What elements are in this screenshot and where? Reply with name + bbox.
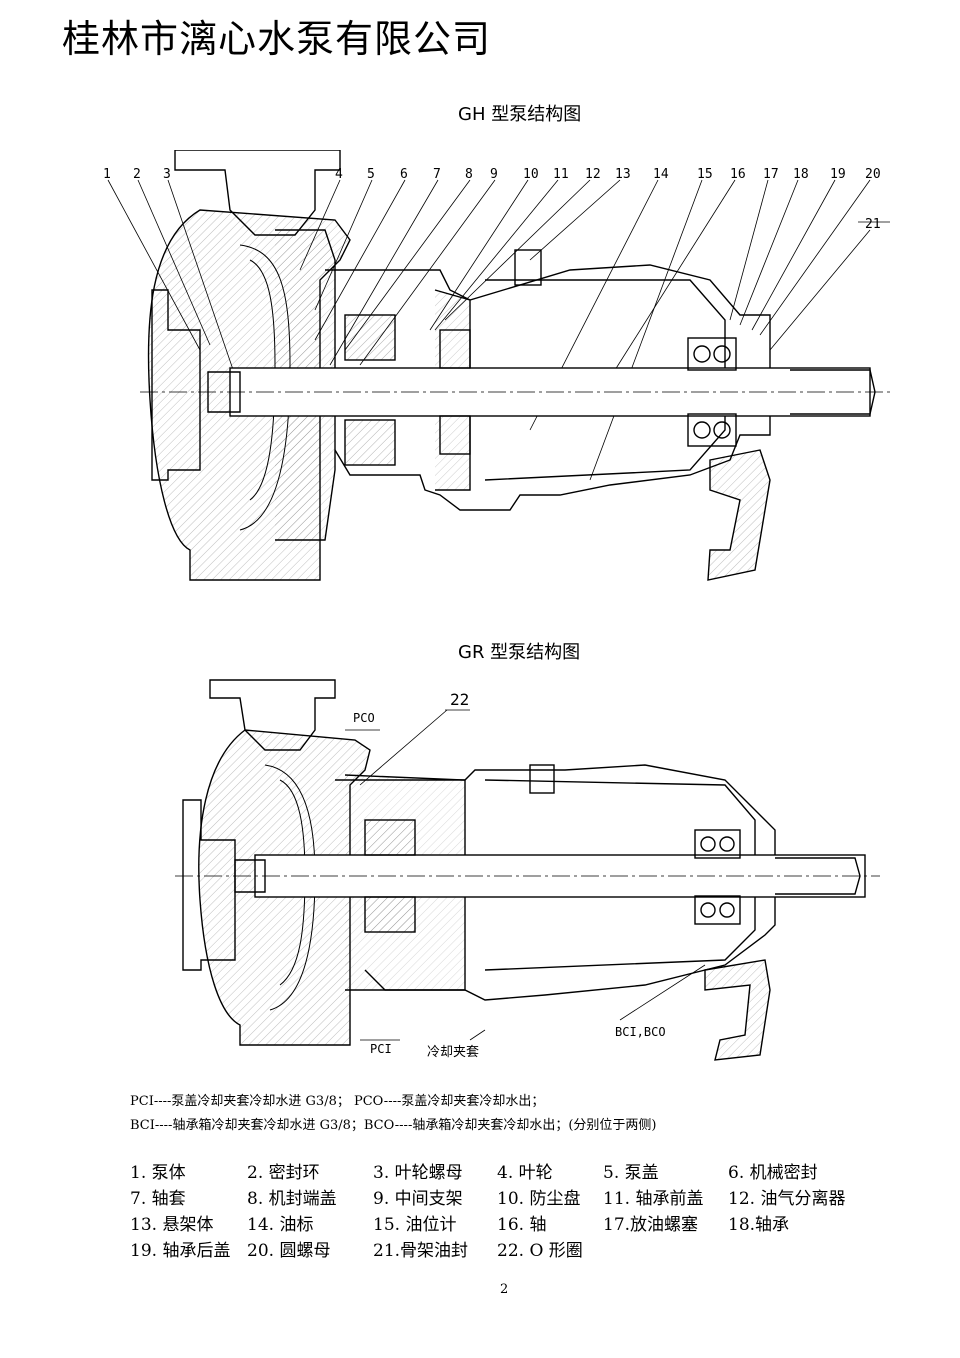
- part-item: 12. 油气分离器: [728, 1189, 846, 1209]
- gh-part-number: 14: [653, 167, 669, 182]
- gh-part-number: 12: [585, 167, 601, 182]
- legend-line-2: BCI----轴承箱冷却夹套冷却水进 G3/8；BCO----轴承箱冷却夹套冷却…: [130, 1118, 657, 1133]
- part-item: 20. 圆螺母: [247, 1241, 331, 1261]
- gh-part-number: 20: [865, 167, 881, 182]
- gh-part-number: 1: [103, 167, 111, 182]
- gh-part-number: 17: [763, 167, 779, 182]
- gh-part-number: 18: [793, 167, 809, 182]
- gh-part-number: 16: [730, 167, 746, 182]
- part-item: 3. 叶轮螺母: [373, 1163, 463, 1183]
- gh-part-number: 13: [615, 167, 631, 182]
- company-name: 桂林市漓心水泵有限公司: [62, 17, 492, 61]
- label-pco: PCO: [353, 711, 375, 725]
- label-22: 22: [450, 690, 469, 709]
- part-item: 10. 防尘盘: [497, 1189, 581, 1209]
- gr-title: GR 型泵结构图: [458, 642, 581, 663]
- label-pci: PCI: [370, 1042, 392, 1056]
- part-item: 5. 泵盖: [603, 1163, 659, 1183]
- page-number: 2: [500, 1282, 509, 1297]
- legend-line-1: PCI----泵盖冷却夹套冷却水进 G3/8； PCO----泵盖冷却夹套冷却水…: [130, 1094, 545, 1109]
- part-item: 8. 机封端盖: [247, 1189, 337, 1209]
- part-item: 7. 轴套: [130, 1189, 186, 1209]
- part-item: 13. 悬架体: [130, 1215, 214, 1235]
- part-item: 22. O 形圈: [497, 1241, 583, 1261]
- part-item: 2. 密封环: [247, 1163, 320, 1183]
- gh-part-number: 7: [433, 167, 441, 182]
- gh-part-number: 2: [133, 167, 141, 182]
- gh-part-number: 5: [367, 167, 375, 182]
- part-item: 9. 中间支架: [373, 1189, 463, 1209]
- gh-part-number: 19: [830, 167, 846, 182]
- part-item: 19. 轴承后盖: [130, 1241, 231, 1261]
- gh-title: GH 型泵结构图: [458, 104, 582, 125]
- part-item: 15. 油位计: [373, 1215, 457, 1235]
- part-item: 16. 轴: [497, 1215, 547, 1235]
- part-item: 6. 机械密封: [728, 1163, 818, 1183]
- label-bci-bco: BCI,BCO: [615, 1025, 666, 1039]
- gh-part-number: 9: [490, 167, 498, 182]
- part-item: 14. 油标: [247, 1215, 314, 1235]
- gh-part-number: 8: [465, 167, 473, 182]
- part-item: 11. 轴承前盖: [603, 1189, 704, 1209]
- gh-part-number: 11: [553, 167, 569, 182]
- part-item: 4. 叶轮: [497, 1163, 553, 1183]
- part-item: 21.骨架油封: [373, 1241, 469, 1261]
- part-item: 18.轴承: [728, 1215, 790, 1235]
- gh-part-number: 6: [400, 167, 408, 182]
- gh-part-number: 15: [697, 167, 713, 182]
- part-item: 17.放油螺塞: [603, 1215, 699, 1235]
- part-item: 1. 泵体: [130, 1163, 186, 1183]
- gh-part-number: 21: [865, 217, 881, 232]
- gh-part-number: 3: [163, 167, 171, 182]
- gh-part-number: 10: [523, 167, 539, 182]
- label-cooling-jacket: 冷却夹套: [427, 1044, 479, 1060]
- gh-part-number: 4: [335, 167, 343, 182]
- gr-pump-diagram: 22 PCO PCI 冷却夹套 BCI,BCO: [175, 679, 880, 1061]
